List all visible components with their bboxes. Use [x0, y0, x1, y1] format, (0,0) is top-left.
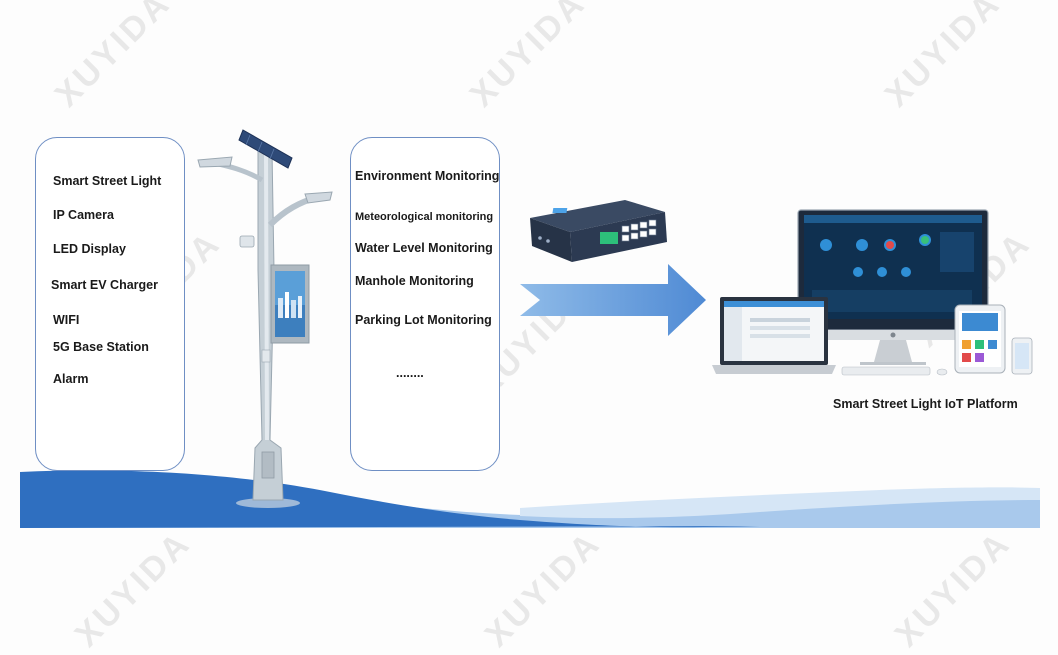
monitor-item-parking-lot: Parking Lot Monitoring — [355, 313, 492, 327]
platform-caption: Smart Street Light IoT Platform — [833, 397, 1018, 411]
left-item-ip-camera: IP Camera — [53, 208, 114, 222]
monitoring-box — [350, 137, 500, 471]
left-item-smart-street-light: Smart Street Light — [53, 174, 162, 188]
monitor-item-more: ........ — [396, 366, 424, 380]
left-item-smart-ev-charger: Smart EV Charger — [51, 278, 158, 292]
left-item-5g-base-station: 5G Base Station — [53, 340, 149, 354]
left-feature-box — [35, 137, 185, 471]
left-item-wifi: WIFI — [53, 313, 80, 327]
left-item-alarm: Alarm — [53, 372, 89, 386]
monitor-item-water-level: Water Level Monitoring — [355, 241, 493, 255]
monitor-item-environment: Environment Monitoring — [355, 169, 500, 183]
monitor-item-meteorological: Meteorological monitoring — [355, 211, 494, 223]
left-item-led-display: LED Display — [53, 242, 126, 256]
monitor-item-manhole: Manhole Monitoring — [355, 274, 474, 288]
